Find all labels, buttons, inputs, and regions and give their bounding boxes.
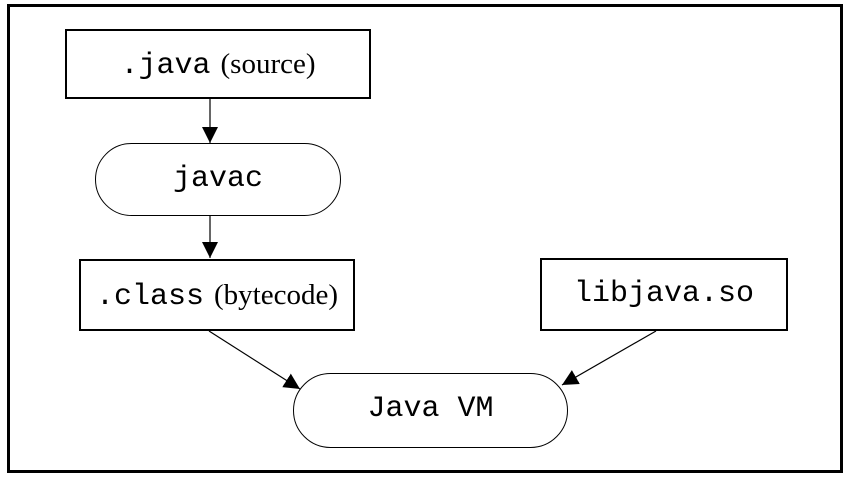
figure-border	[7, 4, 843, 473]
node-class-bytecode-note: (bytecode)	[214, 279, 339, 311]
node-java-source-code: .java	[120, 49, 211, 83]
node-java-vm: Java VM	[293, 373, 568, 448]
node-java-source: .java (source)	[65, 29, 371, 99]
node-class-bytecode-code: .class	[95, 280, 205, 314]
node-javac-label: javac	[172, 162, 263, 196]
node-javac: javac	[95, 143, 341, 216]
node-libjava-so: libjava.so	[540, 258, 788, 331]
node-java-vm-label: Java VM	[367, 392, 494, 426]
node-class-bytecode: .class (bytecode)	[79, 259, 355, 331]
node-libjava-so-label: libjava.so	[573, 277, 755, 311]
node-java-source-note: (source)	[220, 48, 316, 80]
